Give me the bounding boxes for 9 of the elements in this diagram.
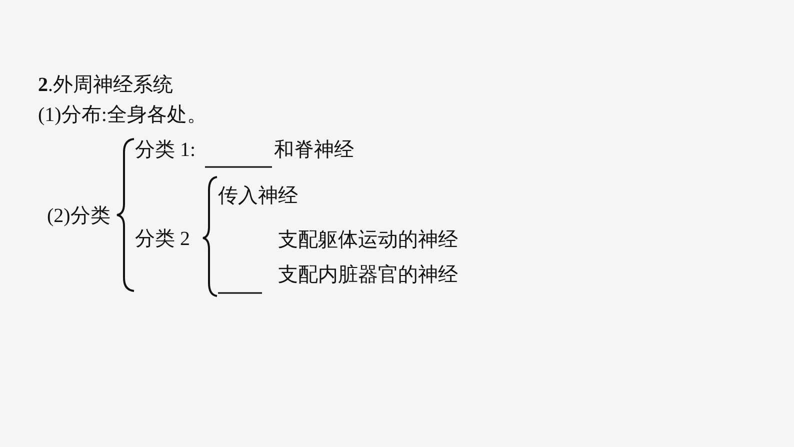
label-text: 传入神经 <box>218 184 298 208</box>
label-text: 和脊神经 <box>274 138 354 162</box>
category-label: (2)分类 <box>47 204 110 228</box>
heading: 2.外周神经系统 <box>38 73 173 97</box>
label-text: 支配内脏器官的神经 <box>278 263 458 287</box>
note-text: (1)分布:全身各处。 <box>38 103 207 127</box>
category-label: 分类 2 <box>135 227 190 251</box>
label-text: 支配躯体运动的神经 <box>278 228 458 252</box>
category-label: 分类 1: <box>135 138 196 162</box>
